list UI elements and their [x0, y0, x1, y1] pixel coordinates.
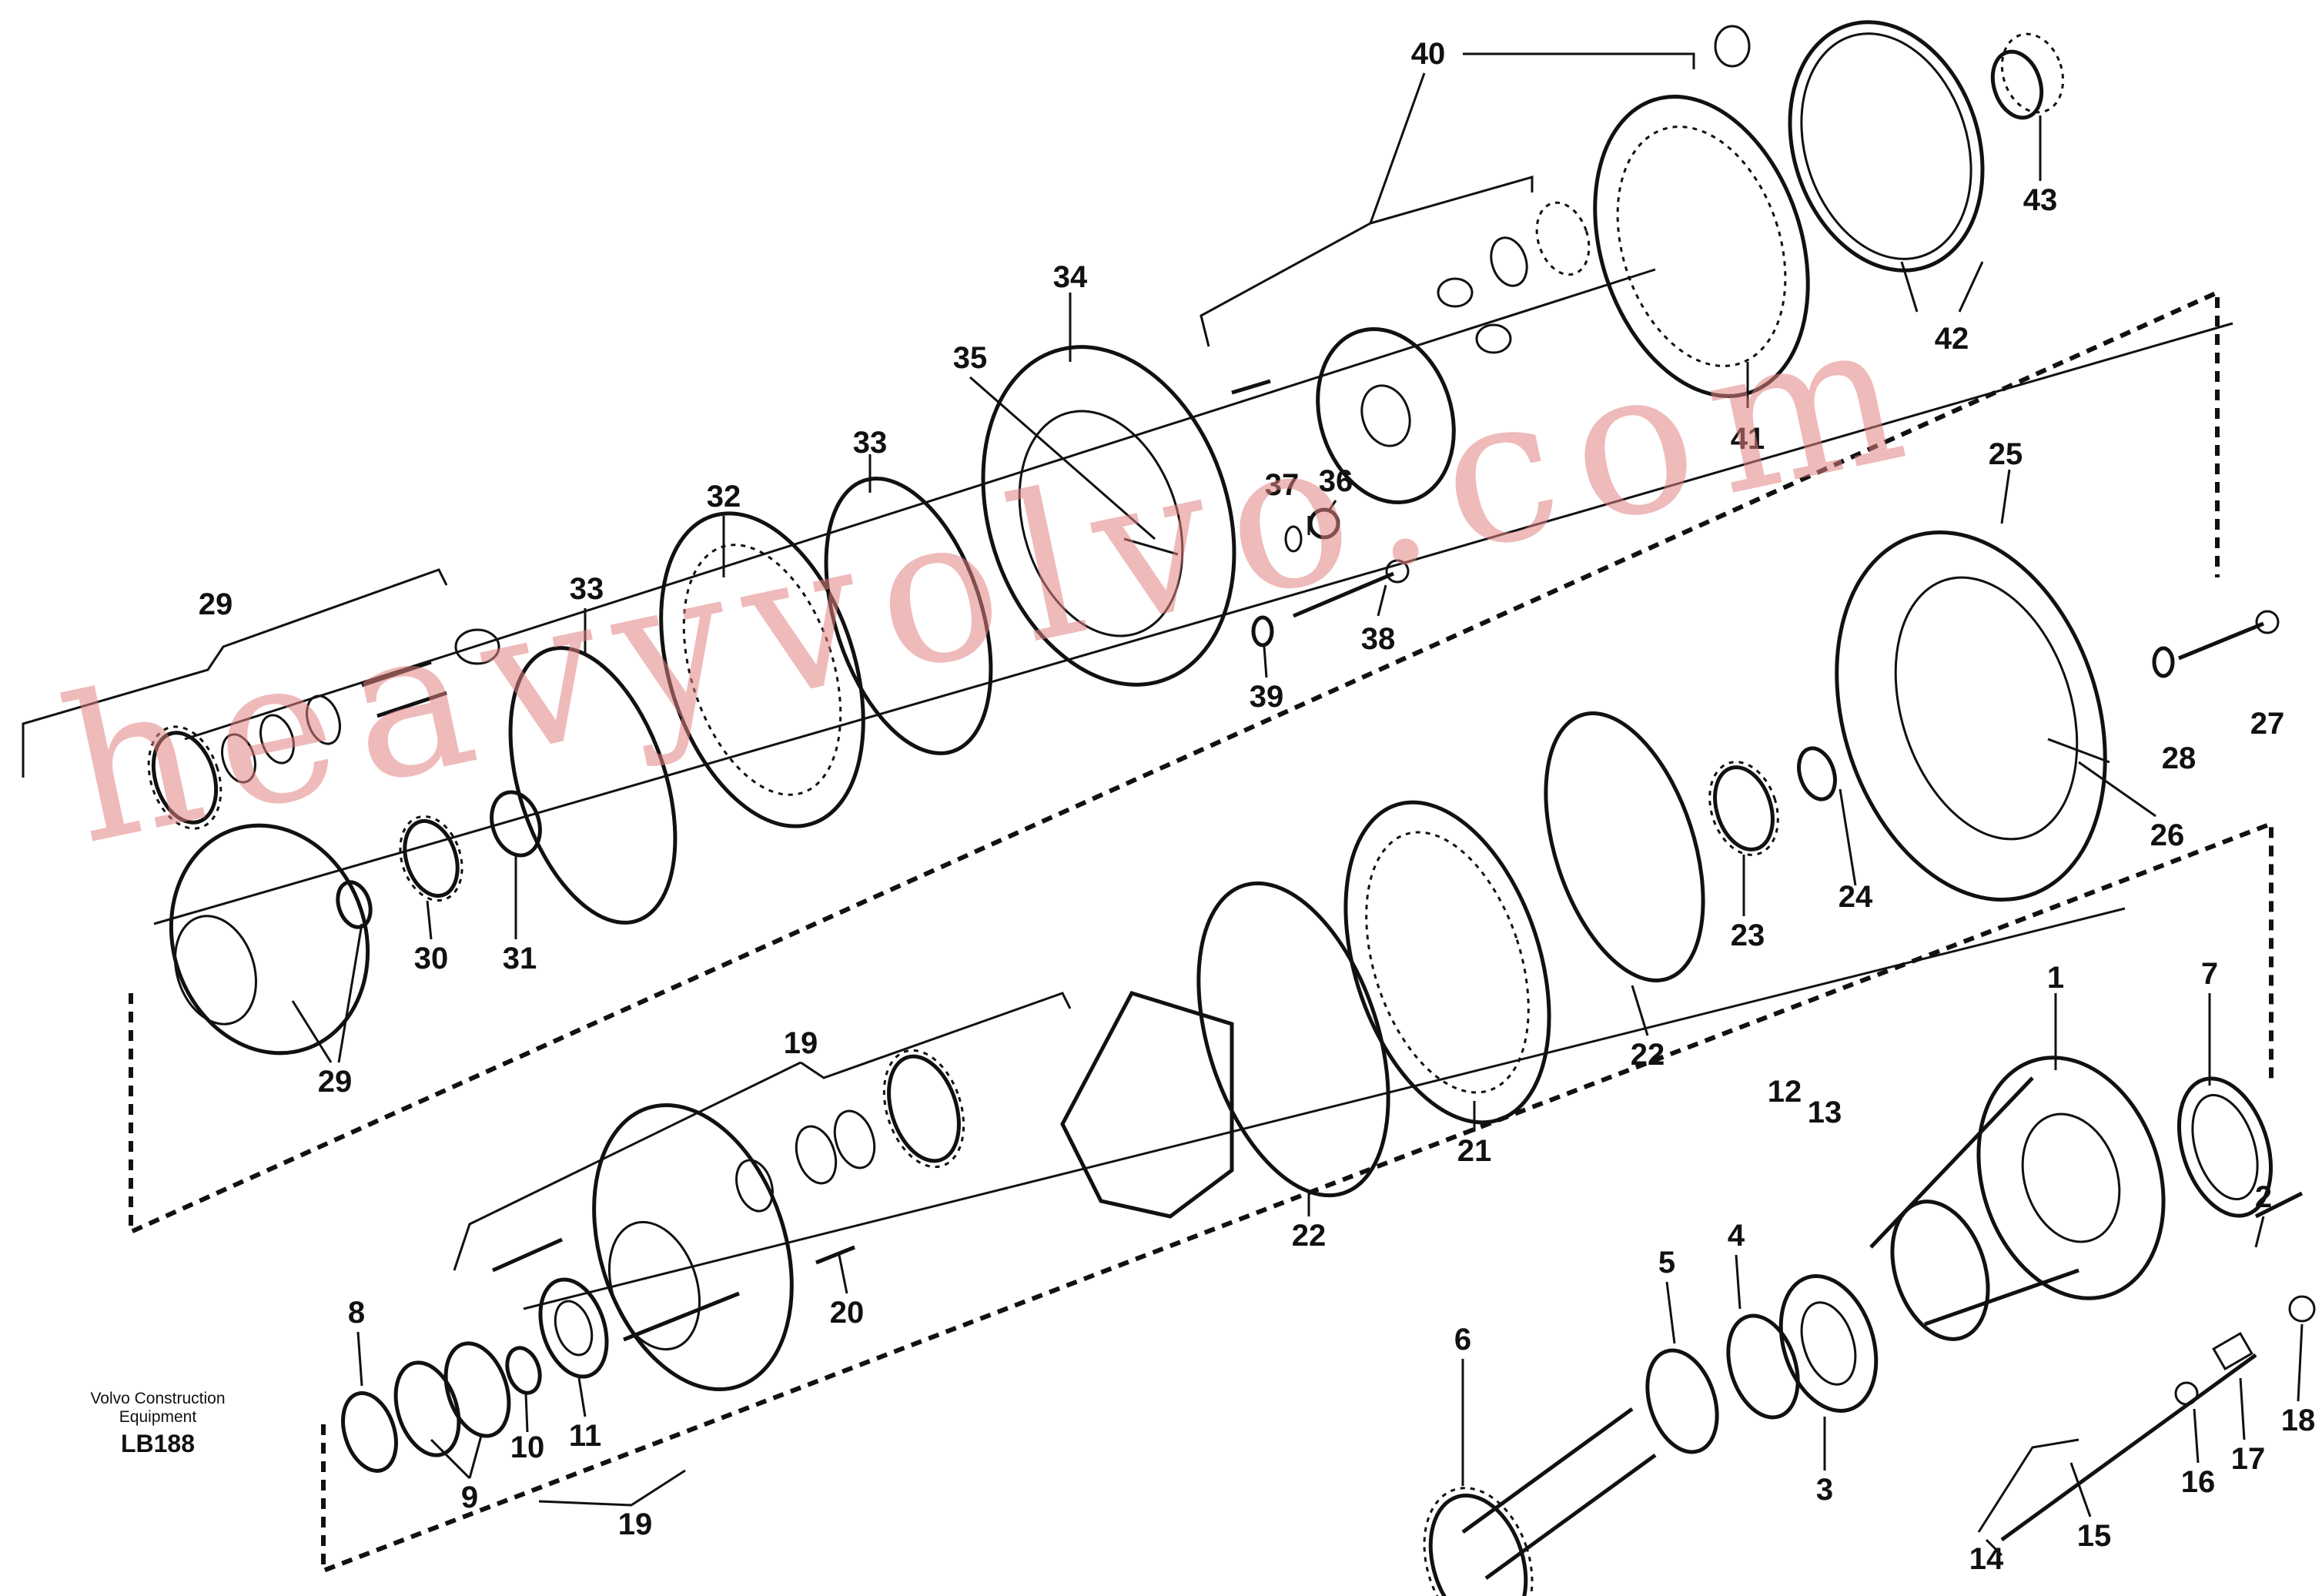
- callout-16: 16: [2181, 1465, 2216, 1499]
- part-30-31-sun-gear: [399, 790, 542, 902]
- callout-11: 11: [569, 1419, 601, 1453]
- callout-33-left: 33: [570, 572, 604, 606]
- callout-22-left: 22: [1292, 1219, 1327, 1253]
- callout-24: 24: [1839, 880, 1873, 914]
- callout-39: 39: [1250, 680, 1284, 714]
- callout-38: 38: [1361, 622, 1396, 656]
- part-25-housing: [1835, 530, 2110, 902]
- callout-9: 9: [461, 1481, 478, 1514]
- callout-29-lower: 29: [318, 1065, 353, 1099]
- part-3-bearing: [1778, 1200, 1990, 1413]
- callout-42: 42: [1935, 322, 1969, 356]
- callout-8: 8: [348, 1296, 365, 1330]
- part-27-28-bolt: [2152, 610, 2280, 678]
- part-7-ring: [2176, 1076, 2273, 1218]
- part-41-ring-gear: [1593, 95, 1810, 398]
- callout-19-upper: 19: [784, 1026, 818, 1060]
- callout-22-right: 22: [1631, 1038, 1665, 1072]
- part-29-planet-carrier: [147, 628, 500, 1056]
- callout-28: 28: [2162, 741, 2197, 775]
- part-21-ring-gear: [1343, 800, 1551, 1125]
- leader-lines: [22, 52, 2304, 1557]
- callout-20: 20: [830, 1296, 865, 1330]
- part-40-planet-gear-set: [1231, 25, 1751, 504]
- part-22-o-rings: [1196, 711, 1705, 1198]
- part-14-18-fittings: [2000, 1191, 2316, 1542]
- part-8-11-rings: [341, 1277, 609, 1473]
- callout-5: 5: [1658, 1246, 1675, 1280]
- callout-2: 2: [2255, 1180, 2272, 1214]
- callout-25: 25: [1989, 437, 2023, 471]
- drawing-caption: Volvo Construction Equipment LB188: [62, 1390, 254, 1460]
- callout-3: 3: [1816, 1473, 1833, 1507]
- callout-18: 18: [2281, 1404, 2316, 1437]
- callout-19-lower: 19: [618, 1507, 653, 1541]
- callout-17: 17: [2231, 1442, 2266, 1476]
- part-1-hub: [1869, 1056, 2166, 1327]
- part-34-housing: [981, 345, 1236, 687]
- callout-32: 32: [707, 480, 741, 514]
- part-23-24-sun-gear: [1708, 746, 1837, 856]
- drawing-code: LB188: [120, 1430, 196, 1457]
- callout-23: 23: [1731, 918, 1765, 952]
- callout-43: 43: [2023, 183, 2058, 217]
- callout-7: 7: [2201, 957, 2218, 991]
- callout-29-upper: 29: [199, 587, 233, 621]
- part-19-planet-assembly: [735, 991, 1234, 1219]
- callout-1: 1: [2047, 961, 2064, 995]
- part-32-33-ring-gear: [508, 477, 993, 925]
- part-19-carrier-flange: [491, 1103, 855, 1391]
- callout-15: 15: [2077, 1519, 2112, 1553]
- callout-27: 27: [2250, 707, 2285, 741]
- callout-10: 10: [510, 1430, 545, 1464]
- callout-21: 21: [1457, 1134, 1492, 1168]
- callout-40: 40: [1411, 37, 1446, 71]
- part-43-pinion: [1990, 32, 2065, 120]
- callout-14: 14: [1969, 1542, 2004, 1576]
- caption-company-line-1: Volvo Construction: [90, 1390, 226, 1407]
- part-6-pinion-shaft: [1423, 1407, 1657, 1596]
- callout-33-right: 33: [853, 426, 888, 460]
- part-42-seal-ring: [1788, 20, 1985, 273]
- callout-41: 41: [1731, 422, 1765, 456]
- callout-37: 37: [1265, 468, 1300, 502]
- dashed-connection-frames: [129, 289, 2273, 1574]
- part-4-5-rings: [1645, 1313, 1800, 1454]
- callout-labels: 1 2 3 4 5 6 7 8 9 10 11 12 13 14 15 16 1…: [199, 37, 2316, 1576]
- callout-36: 36: [1319, 464, 1353, 498]
- caption-company-line-2: Equipment: [119, 1408, 197, 1426]
- callout-13: 13: [1808, 1096, 1842, 1129]
- callout-31: 31: [503, 942, 537, 975]
- callout-6: 6: [1454, 1323, 1471, 1357]
- callout-12: 12: [1768, 1075, 1802, 1109]
- part-36-39-fasteners: [1251, 507, 1410, 647]
- callout-26: 26: [2150, 818, 2185, 852]
- callout-35: 35: [953, 341, 988, 375]
- callout-4: 4: [1728, 1219, 1745, 1253]
- callout-34: 34: [1053, 260, 1088, 294]
- callout-30: 30: [414, 942, 449, 975]
